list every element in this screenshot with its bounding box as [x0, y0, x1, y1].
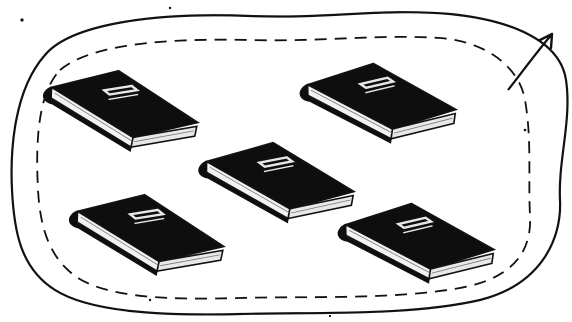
book-4	[62, 181, 231, 288]
book-5	[333, 194, 498, 291]
book-1	[36, 57, 205, 164]
book-2	[295, 54, 460, 151]
book-3	[192, 131, 359, 233]
arrow-icon	[508, 34, 552, 90]
